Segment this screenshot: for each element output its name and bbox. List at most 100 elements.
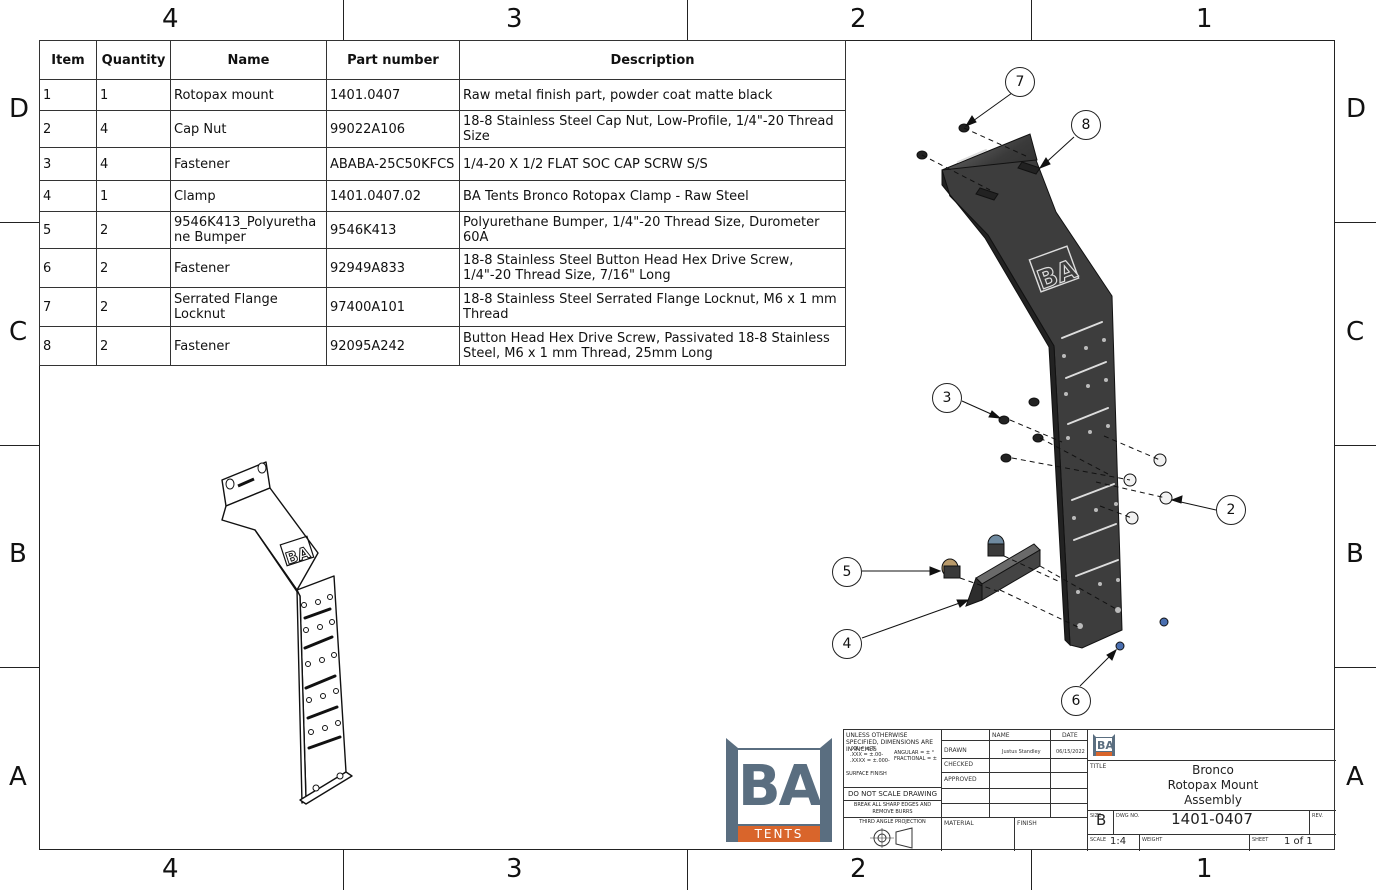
bom-cell: Button Head Hex Drive Screw, Passivated … (459, 326, 846, 366)
bom-cell: Serrated Flange Locknut (170, 287, 327, 327)
rev-box: REV. (1310, 811, 1336, 835)
projection-symbol (844, 827, 942, 851)
finish-box: FINISH (1015, 818, 1088, 851)
company-logo-box: BA (1088, 730, 1336, 761)
col-name-label: NAME (992, 732, 1010, 739)
bom-header-item: Item (39, 40, 97, 80)
table-row: 5 2 9546K413_Polyurethane Bumper 9546K41… (39, 211, 846, 249)
bom-cell: BA Tents Bronco Rotopax Clamp - Raw Stee… (459, 180, 846, 212)
surface-finish: SURFACE FINISH (846, 771, 887, 777)
bom-cell: 4 (39, 180, 97, 212)
break-edges: BREAK ALL SHARP EDGES AND REMOVE BURRS (844, 801, 942, 818)
title-line-2: Rotopax Mount (1167, 778, 1259, 792)
zone-row-right-a: A (1346, 762, 1364, 792)
bill-of-materials: Item Quantity Name Part number Descripti… (39, 40, 846, 366)
zone-tick (1031, 0, 1032, 40)
title-line-1: Bronco (1192, 763, 1234, 777)
scale-label: SCALE (1090, 837, 1107, 843)
tol-xxxx: .XXXX = ±.000- (850, 758, 890, 764)
table-row: 2 4 Cap Nut 99022A106 18-8 Stainless Ste… (39, 110, 846, 148)
sheet-label: SHEET (1252, 837, 1269, 843)
bom-cell: 2 (39, 110, 97, 148)
balloon-item-4: 4 (832, 629, 862, 659)
title-box: TITLE Bronco Rotopax Mount Assembly (1088, 761, 1336, 811)
bom-cell: 18-8 Stainless Steel Cap Nut, Low-Profil… (459, 110, 846, 148)
checked-label: CHECKED (944, 761, 974, 768)
drawn-label: DRAWN (944, 747, 967, 754)
bom-cell: 2 (96, 211, 171, 249)
zone-tick (0, 222, 39, 223)
tol-xxx: .XXX = ±.00- (850, 752, 884, 758)
table-row: 8 2 Fastener 92095A242 Button Head Hex D… (39, 326, 846, 366)
sheet-box: SHEET 1 of 1 (1250, 835, 1336, 851)
tol-angular: ANGULAR = ± ° (894, 750, 935, 756)
table-row: 4 1 Clamp 1401.0407.02 BA Tents Bronco R… (39, 180, 846, 212)
zone-tick (1031, 850, 1032, 890)
bom-cell: 8 (39, 326, 97, 366)
ba-tents-logo: BA TENTS (724, 734, 834, 844)
bom-cell: Cap Nut (170, 110, 327, 148)
tolerances-header: UNLESS OTHERWISE SPECIFIED, DIMENSIONS A… (846, 732, 934, 753)
finish-label: FINISH (1017, 820, 1037, 827)
zone-row-left-c: C (9, 317, 28, 347)
zone-col-top-1: 1 (1196, 4, 1213, 34)
weight-label: WEIGHT (1142, 837, 1163, 843)
bom-cell: 18-8 Stainless Steel Serrated Flange Loc… (459, 287, 846, 327)
zone-tick (343, 850, 344, 890)
sheet-value: 1 of 1 (1284, 836, 1313, 847)
scale-box: SCALE 1:4 (1088, 835, 1140, 851)
do-not-scale: DO NOT SCALE DRAWING (844, 788, 942, 801)
svg-text:BA: BA (1097, 739, 1114, 752)
title-label: TITLE (1090, 763, 1107, 770)
tol-xx: .XX = ±.0- (850, 746, 877, 752)
bom-cell: 9546K413_Polyurethane Bumper (170, 211, 327, 249)
bom-cell: 1 (39, 79, 97, 111)
dwg-no-box: DWG NO. 1401-0407 (1114, 811, 1310, 835)
material-label: MATERIAL (944, 820, 974, 827)
zone-tick (1335, 445, 1376, 446)
zone-tick (0, 445, 39, 446)
zone-col-bottom-4: 4 (162, 854, 179, 884)
zone-tick (1335, 222, 1376, 223)
bom-cell: Fastener (170, 326, 327, 366)
zone-tick (343, 0, 344, 40)
drawn-name: Justus Standley (1002, 749, 1041, 755)
balloon-item-7: 7 (1005, 67, 1035, 97)
balloon-item-3: 3 (932, 383, 962, 413)
bom-cell: 7 (39, 287, 97, 327)
zone-col-top-3: 3 (506, 4, 523, 34)
bom-cell: 92095A242 (326, 326, 460, 366)
zone-col-bottom-3: 3 (506, 854, 523, 884)
zone-row-right-b: B (1346, 539, 1364, 569)
balloon-item-5: 5 (832, 557, 862, 587)
balloon-item-6: 6 (1061, 686, 1091, 716)
bom-cell: 1 (96, 180, 171, 212)
zone-row-left-a: A (9, 762, 27, 792)
zone-tick (687, 0, 688, 40)
bom-cell: 5 (39, 211, 97, 249)
drawn-date: 06/15/2022 (1056, 749, 1085, 755)
title-line-3: Assembly (1184, 793, 1242, 807)
zone-row-right-c: C (1346, 317, 1365, 347)
logo-letters: BA (738, 754, 822, 819)
table-row: 6 2 Fastener 92949A833 18-8 Stainless St… (39, 248, 846, 288)
balloon-item-2: 2 (1216, 495, 1246, 525)
weight-box: WEIGHT (1140, 835, 1250, 851)
zone-tick (0, 667, 39, 668)
zone-col-bottom-1: 1 (1196, 854, 1213, 884)
zone-col-top-4: 4 (162, 4, 179, 34)
size-label: SIZE (1090, 813, 1102, 819)
size-value: B (1096, 811, 1107, 829)
bom-cell: 1 (96, 79, 171, 111)
zone-row-right-d: D (1346, 94, 1367, 124)
scale-value: 1:4 (1110, 836, 1127, 847)
col-date-label: DATE (1062, 732, 1078, 739)
dwg-value: 1401-0407 (1171, 810, 1253, 828)
dwg-label: DWG NO. (1116, 813, 1140, 819)
balloon-item-8: 8 (1071, 110, 1101, 140)
bom-cell: Fastener (170, 147, 327, 181)
logo-word: TENTS (754, 827, 804, 841)
projection-label: THIRD ANGLE PROJECTION (844, 818, 942, 827)
